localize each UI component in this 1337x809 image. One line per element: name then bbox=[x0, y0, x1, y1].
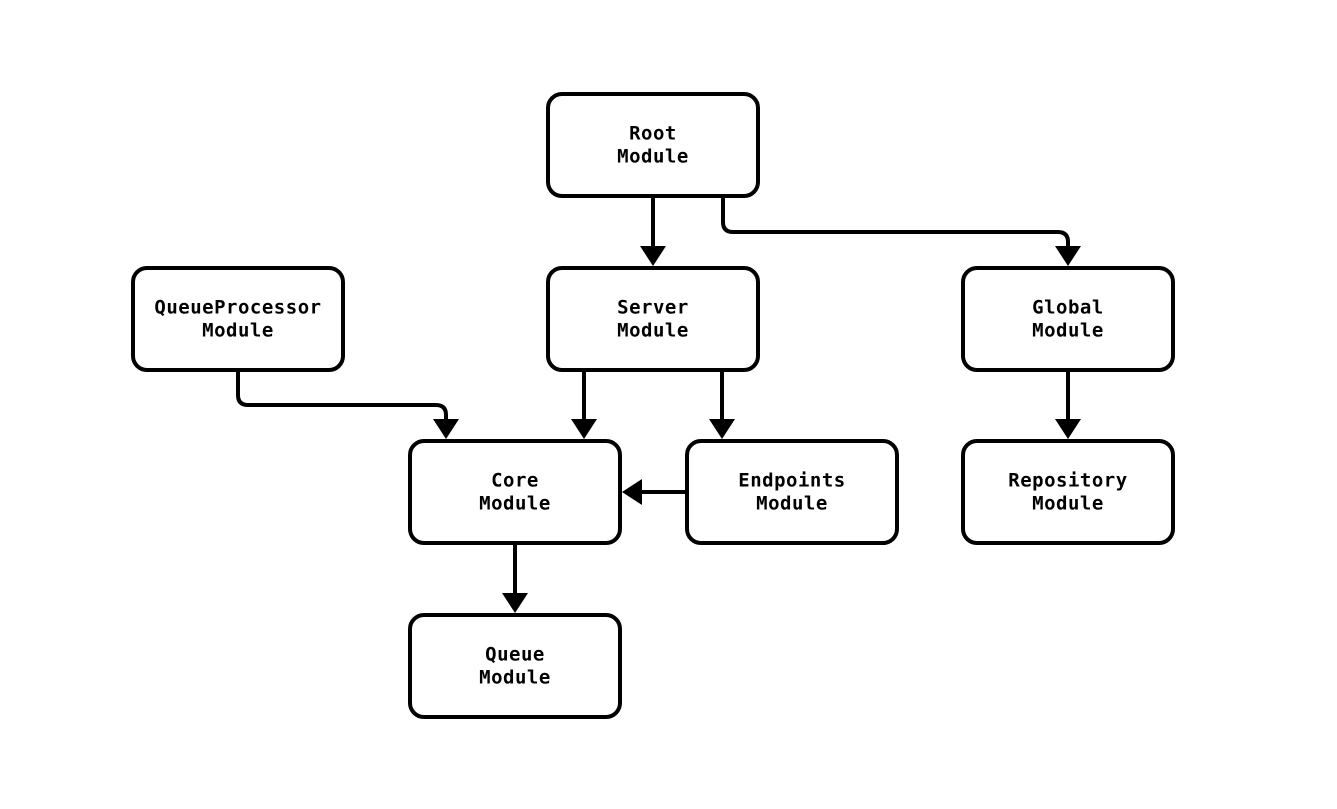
edge-server-to-endpoints bbox=[709, 370, 735, 439]
node-label-secondary: Module bbox=[479, 493, 551, 515]
node-label-secondary: Module bbox=[1032, 320, 1104, 342]
edge-root-to-global bbox=[721, 196, 1081, 266]
node-label-secondary: Module bbox=[202, 320, 274, 342]
node-label-secondary: Module bbox=[617, 320, 689, 342]
arrowhead-icon bbox=[622, 479, 642, 505]
node-box[interactable] bbox=[546, 92, 760, 198]
node-label-secondary: Module bbox=[479, 667, 551, 689]
edge-core-to-queue bbox=[502, 543, 528, 613]
node-label-primary: Endpoints bbox=[738, 470, 845, 492]
arrowhead-icon bbox=[571, 419, 597, 439]
node-box[interactable] bbox=[961, 439, 1175, 545]
edge-endpoints-to-core bbox=[622, 479, 687, 505]
node-box[interactable] bbox=[546, 266, 760, 372]
edge-root-to-server bbox=[640, 196, 666, 266]
node-box[interactable] bbox=[685, 439, 899, 545]
node-label-primary: QueueProcessor bbox=[154, 297, 321, 319]
arrowhead-icon bbox=[1055, 246, 1081, 266]
node-label-primary: Global bbox=[1032, 297, 1104, 319]
node-label-secondary: Module bbox=[756, 493, 828, 515]
edge-line bbox=[236, 370, 448, 423]
arrowhead-icon bbox=[502, 593, 528, 613]
arrowhead-icon bbox=[433, 419, 459, 439]
edge-queueprocessor-to-core bbox=[236, 370, 459, 439]
nodes-layer: RootModuleQueueProcessorModuleServerModu… bbox=[131, 92, 1175, 719]
node-box[interactable] bbox=[961, 266, 1175, 372]
node-label-secondary: Module bbox=[1032, 493, 1104, 515]
node-label-primary: Server bbox=[617, 297, 689, 319]
edge-global-to-repository bbox=[1055, 370, 1081, 439]
node-box[interactable] bbox=[131, 266, 345, 372]
node-label-secondary: Module bbox=[617, 146, 689, 168]
arrowhead-icon bbox=[709, 419, 735, 439]
node-label-primary: Repository bbox=[1008, 470, 1127, 492]
edges-layer bbox=[236, 196, 1081, 613]
edge-line bbox=[721, 196, 1070, 250]
node-label-primary: Core bbox=[491, 470, 539, 492]
edge-server-to-core bbox=[571, 370, 597, 439]
arrowhead-icon bbox=[1055, 419, 1081, 439]
node-label-primary: Root bbox=[629, 123, 677, 145]
node-label-primary: Queue bbox=[485, 644, 545, 666]
node-box[interactable] bbox=[408, 613, 622, 719]
node-box[interactable] bbox=[408, 439, 622, 545]
arrowhead-icon bbox=[640, 246, 666, 266]
